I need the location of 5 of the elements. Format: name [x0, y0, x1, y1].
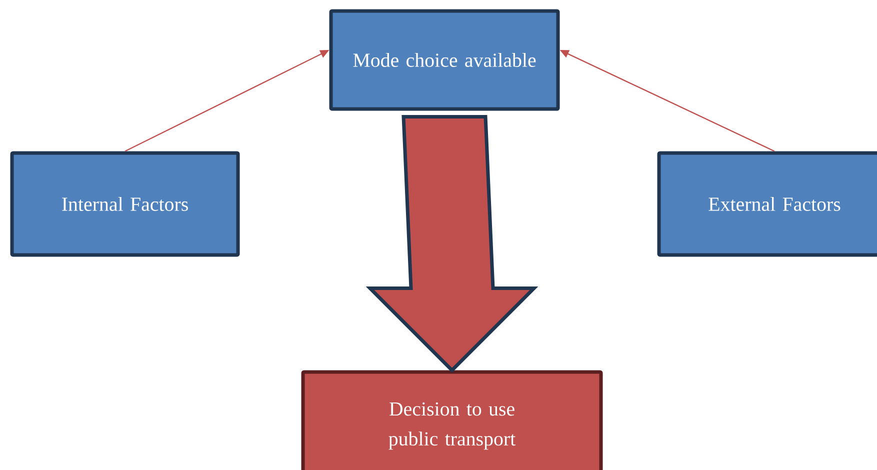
- process-box: External Factors: [657, 151, 877, 257]
- process-box: Decision to use public transport: [301, 370, 603, 470]
- process-box: Internal Factors: [10, 151, 240, 257]
- process-box: Mode choice available: [329, 9, 560, 111]
- block-arrow: [366, 115, 538, 373]
